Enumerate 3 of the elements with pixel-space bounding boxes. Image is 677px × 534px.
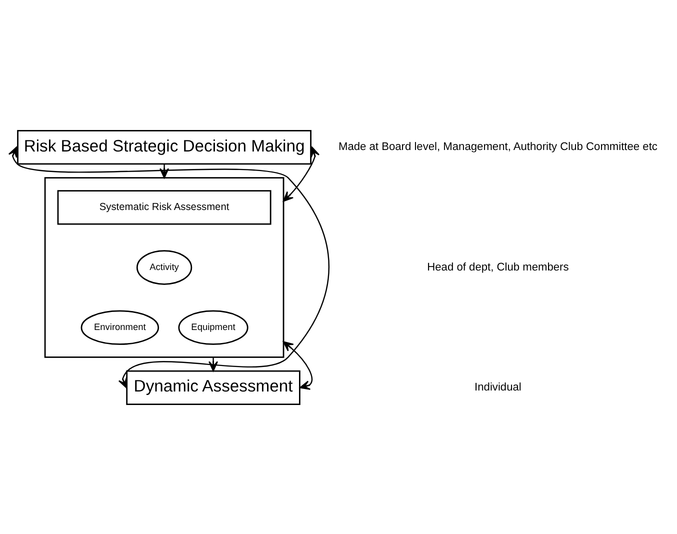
label: Head of dept, Club members <box>427 260 569 273</box>
label: Made at Board level, Management, Authority Club Committee etc <box>338 140 658 153</box>
label: Individual <box>474 381 522 394</box>
